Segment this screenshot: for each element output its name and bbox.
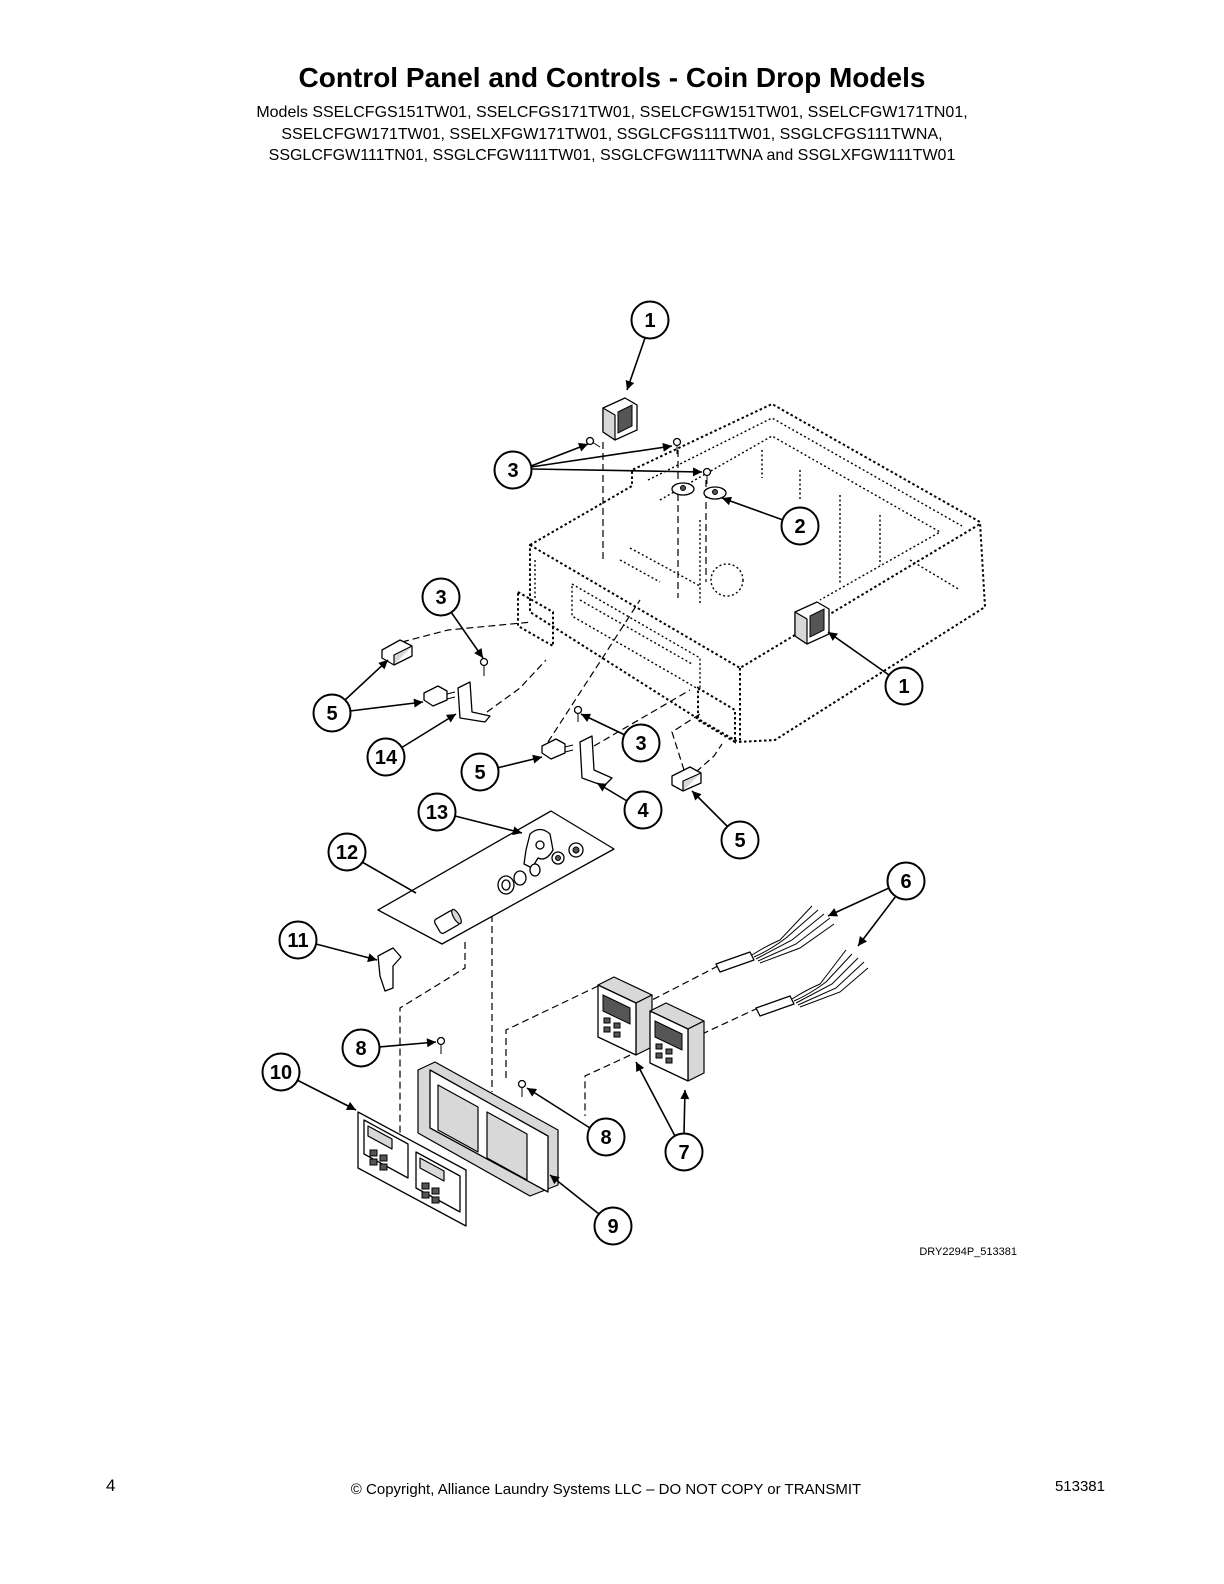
- screw: [479, 657, 489, 676]
- callout-number: 8: [600, 1127, 611, 1149]
- callout-number: 10: [270, 1062, 292, 1084]
- bracket-part-2: [671, 482, 727, 500]
- fitting: [433, 908, 462, 934]
- callout-number: 1: [898, 676, 909, 698]
- callout-number: 11: [287, 930, 308, 952]
- switch-part-5: [541, 738, 574, 760]
- chassis-inner-rim: [647, 417, 963, 527]
- page-title: Control Panel and Controls - Coin Drop M…: [298, 62, 926, 93]
- plate-part-12: [377, 810, 615, 945]
- chassis-right-cutout: [697, 686, 736, 744]
- figure-id: DRY2294P_513381: [919, 1246, 1017, 1258]
- callout-number: 2: [794, 516, 805, 538]
- chassis-rib: [534, 547, 961, 600]
- control-module-part-7: [649, 1002, 705, 1082]
- chassis-console-recess: [571, 582, 701, 692]
- callout: 8: [586, 1117, 626, 1157]
- overlay-part-10: [357, 1111, 467, 1227]
- screw: [436, 1036, 446, 1054]
- callout-number: 5: [474, 762, 485, 784]
- callout-number: 8: [355, 1038, 366, 1060]
- models-line: Models SSELCFGS151TW01, SSELCFGS171TW01,…: [256, 104, 968, 121]
- callout: 13: [417, 792, 457, 832]
- page-number: 4: [106, 1476, 116, 1495]
- callout-number: 5: [734, 830, 745, 852]
- callout: 11: [278, 920, 318, 960]
- bracket-part-4: [579, 735, 613, 787]
- screw: [702, 467, 712, 484]
- leader-lines: [296, 337, 897, 1215]
- models-list: Models SSELCFGS151TW01, SSELCFGS171TW01,…: [0, 102, 1224, 167]
- callout-number: 3: [635, 733, 646, 755]
- chassis-front-top-edge: [529, 523, 981, 670]
- callout-number: 13: [426, 802, 448, 824]
- callout: 5: [312, 693, 352, 733]
- chassis-inner-floor: [659, 435, 942, 601]
- callout: 1: [884, 666, 924, 706]
- callout: 3: [493, 450, 533, 490]
- washer-nut-set: [497, 842, 584, 895]
- bracket-part-14: [457, 681, 491, 723]
- models-line: SSELCFGW171TW01, SSELXFGW171TW01, SSGLCF…: [281, 125, 943, 143]
- chassis-hole: [710, 563, 744, 597]
- wire-harness-part-6: [715, 905, 835, 973]
- callout-number: 7: [678, 1142, 689, 1164]
- callout: 8: [341, 1028, 381, 1068]
- callout-number: 3: [507, 460, 518, 482]
- elbow-part-11: [377, 947, 402, 992]
- assembly-lines: [399, 442, 759, 1145]
- callout-number: 14: [375, 747, 398, 769]
- console-bezel-part-9: [417, 1061, 559, 1197]
- callout: 3: [621, 723, 661, 763]
- callout: 14: [366, 737, 406, 777]
- callout-number: 3: [435, 587, 446, 609]
- callout-number: 1: [644, 310, 655, 332]
- callout-number: 12: [336, 842, 358, 864]
- screw: [517, 1079, 527, 1097]
- callout: 7: [664, 1132, 704, 1172]
- wire-harness-part-6: [755, 949, 869, 1017]
- switch-part-5: [423, 685, 456, 707]
- callout: 5: [460, 752, 500, 792]
- models-line: SSGLCFGW111TN01, SSGLCFGW111TW01, SSGLCF…: [268, 147, 956, 164]
- callout-number: 5: [326, 703, 337, 725]
- callout: 2: [780, 506, 820, 546]
- transformer-part-1: [794, 601, 830, 645]
- switch-part-5: [381, 639, 413, 666]
- chassis-outline: [517, 402, 987, 744]
- switch-part-5: [671, 766, 702, 792]
- callout: 6: [886, 861, 926, 901]
- callout: 10: [261, 1052, 301, 1092]
- screw: [573, 705, 583, 722]
- screw: [672, 437, 682, 454]
- callout: 1: [630, 300, 670, 340]
- callouts: 1 3 2 3 1 5 14 3 5 4 5 13 12 6 11 8 10 8…: [261, 300, 926, 1246]
- chassis-partition: [699, 450, 881, 605]
- chassis-left-cutout: [517, 590, 554, 648]
- callout-number: 6: [900, 871, 911, 893]
- callout: 3: [421, 577, 461, 617]
- callout-number: 4: [637, 800, 649, 822]
- copyright-notice: © Copyright, Alliance Laundry Systems LL…: [350, 1481, 862, 1498]
- document-number: 513381: [1054, 1478, 1105, 1495]
- callout: 12: [327, 832, 367, 872]
- control-module-part-7: [597, 976, 653, 1056]
- screw: [585, 436, 601, 448]
- callout-number: 9: [607, 1216, 618, 1238]
- callout: 4: [623, 790, 663, 830]
- callout: 5: [720, 820, 760, 860]
- callout: 9: [593, 1206, 633, 1246]
- clip-part-13: [523, 828, 554, 869]
- transformer-part-1: [602, 397, 638, 441]
